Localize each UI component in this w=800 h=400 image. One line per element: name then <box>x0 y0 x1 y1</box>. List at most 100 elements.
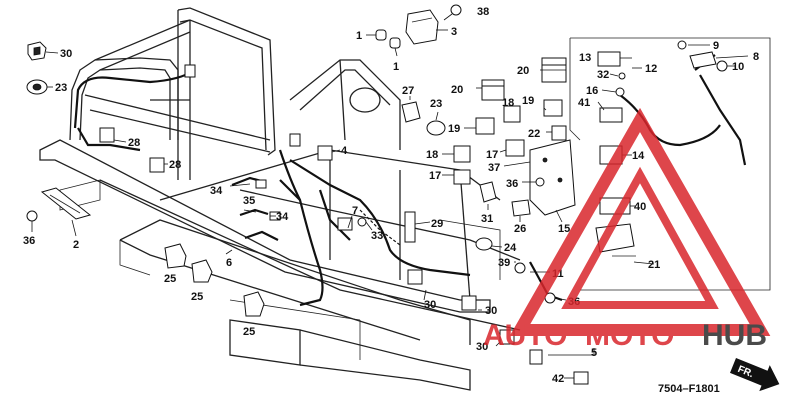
vehicle-frame <box>39 7 521 391</box>
callout-30: 30 <box>476 341 488 353</box>
component-connector-28 <box>99 127 165 173</box>
component-bolt-36-center <box>535 177 545 187</box>
callout-28: 28 <box>128 137 140 149</box>
component-fuse-holder-8 <box>689 51 717 69</box>
callout-25: 25 <box>191 291 203 303</box>
component-relay-41 <box>599 107 623 123</box>
callout-31: 31 <box>481 213 493 225</box>
callout-26: 26 <box>514 223 526 235</box>
callout-15: 15 <box>558 223 570 235</box>
callout-42: 42 <box>552 373 564 385</box>
callout-18: 18 <box>502 97 514 109</box>
component-clamp-23-center <box>426 120 446 136</box>
callout-3: 3 <box>451 26 457 38</box>
callout-22: 22 <box>528 128 540 140</box>
callout-10: 10 <box>732 61 744 73</box>
callout-6: 6 <box>226 257 232 269</box>
component-fuse-holders-1 <box>375 29 401 49</box>
watermark-triangle <box>509 107 771 336</box>
watermark-moto: MOTO <box>585 319 674 352</box>
callout-34: 34 <box>210 185 223 197</box>
component-tube-29 <box>404 211 416 243</box>
callout-36: 36 <box>506 178 518 190</box>
watermark-auto: AUTO <box>483 319 567 352</box>
callout-19: 19 <box>448 123 460 135</box>
component-cap-10 <box>716 60 728 72</box>
callout-12: 12 <box>645 63 657 75</box>
callout-25: 25 <box>243 326 255 338</box>
callout-40: 40 <box>634 201 646 213</box>
callout-27: 27 <box>402 85 414 97</box>
callout-17: 17 <box>429 170 441 182</box>
component-clip-31 <box>479 181 497 203</box>
component-clamp-27 <box>401 101 421 123</box>
callout-34: 34 <box>276 211 289 223</box>
callout-1: 1 <box>356 30 362 42</box>
callout-19: 19 <box>522 95 534 107</box>
component-bolt-38 <box>443 4 462 21</box>
callout-8: 8 <box>753 51 759 63</box>
watermark: AUTO MOTO HUB <box>483 107 771 352</box>
component-washer-16 <box>615 87 625 97</box>
front-direction-arrow: FR. <box>730 358 780 392</box>
callout-35: 35 <box>243 195 255 207</box>
callout-numbers: 30 23 28 28 36 2 34 35 34 25 25 25 6 1 1… <box>23 6 759 385</box>
callout-5: 5 <box>591 347 597 359</box>
component-connector-7 <box>337 217 353 231</box>
component-clip-30-left <box>27 41 47 61</box>
callout-30: 30 <box>485 305 497 317</box>
component-clamp-24 <box>475 237 493 251</box>
callout-25: 25 <box>164 273 176 285</box>
callout-24: 24 <box>504 242 517 254</box>
component-holders-18 <box>453 105 521 163</box>
component-relay-13 <box>597 51 621 67</box>
component-bolt-36-left <box>26 210 38 232</box>
component-relays-17 <box>453 139 525 185</box>
callout-30: 30 <box>424 299 436 311</box>
callout-17: 17 <box>486 149 498 161</box>
callout-23: 23 <box>430 98 442 110</box>
component-plate-2 <box>40 187 92 220</box>
callout-1: 1 <box>393 61 399 73</box>
component-bracket-15 <box>529 139 576 216</box>
leader-lines <box>45 29 749 379</box>
callout-23: 23 <box>55 82 67 94</box>
callout-38: 38 <box>477 6 489 18</box>
callout-37: 37 <box>488 162 500 174</box>
callout-13: 13 <box>579 52 591 64</box>
callout-28: 28 <box>169 159 181 171</box>
callout-2: 2 <box>73 239 79 251</box>
callout-32: 32 <box>597 69 609 81</box>
component-connector-top-left <box>184 64 196 78</box>
callout-7: 7 <box>352 205 358 217</box>
component-connector-42 <box>529 349 589 385</box>
component-inset-box <box>569 37 771 291</box>
component-clamp-23-left <box>26 79 48 95</box>
callout-16: 16 <box>586 85 598 97</box>
callout-18: 18 <box>426 149 438 161</box>
callout-14: 14 <box>632 150 645 162</box>
component-bolt-9 <box>677 40 687 50</box>
callout-30: 30 <box>60 48 72 60</box>
callout-33: 33 <box>371 230 383 242</box>
component-bolt-33 <box>357 217 367 227</box>
callout-4: 4 <box>341 145 348 157</box>
component-clips-25 <box>164 243 265 317</box>
component-connector-4 <box>289 133 333 161</box>
callout-29: 29 <box>431 218 443 230</box>
component-relay-20-center <box>481 79 505 101</box>
callout-41: 41 <box>578 97 590 109</box>
callout-39: 39 <box>498 257 510 269</box>
component-bolt-32 <box>618 72 626 80</box>
callout-20: 20 <box>451 84 463 96</box>
callout-21: 21 <box>648 259 660 271</box>
callout-36: 36 <box>23 235 35 247</box>
watermark-hub: HUB <box>702 319 767 352</box>
component-relay-22 <box>551 125 567 141</box>
component-fuse-box-3 <box>405 9 439 45</box>
component-clip-26 <box>511 199 531 217</box>
diagram-code: 7504–F1801 <box>658 383 720 395</box>
callout-9: 9 <box>713 40 719 52</box>
callout-20: 20 <box>517 65 529 77</box>
